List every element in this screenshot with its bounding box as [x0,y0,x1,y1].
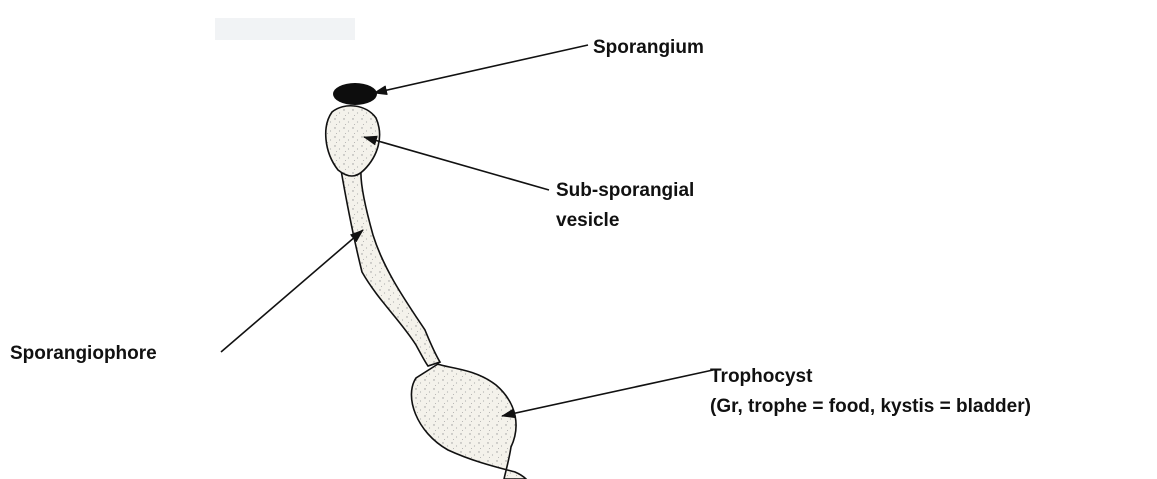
sporangium-label: Sporangium [593,33,704,63]
trophocyst-arrow [502,370,713,416]
sporangiophore-arrow [221,230,363,352]
sporangium-arrow [374,45,588,93]
trophocyst-label-line1: Trophocyst [710,362,1031,392]
sporangium-shape [333,83,377,105]
sporangium-label-text: Sporangium [593,37,704,58]
sub-sporangial-vesicle-label: Sub-sporangial vesicle [556,176,694,236]
sub-sporangial-label-line1: Sub-sporangial [556,176,694,206]
trophocyst-shape [411,364,526,479]
sub-sporangial-arrow [364,137,549,190]
trophocyst-label-line2: (Gr, trophe = food, kystis = bladder) [710,392,1031,422]
sub-sporangial-label-line2: vesicle [556,206,694,236]
sporangiophore-label-text: Sporangiophore [10,343,157,364]
trophocyst-label: Trophocyst (Gr, trophe = food, kystis = … [710,362,1031,422]
sporangiophore-shape [341,170,440,366]
scan-smudge [215,18,355,40]
sporangiophore-label: Sporangiophore [10,339,157,369]
sub-sporangial-vesicle-shape [326,106,380,176]
